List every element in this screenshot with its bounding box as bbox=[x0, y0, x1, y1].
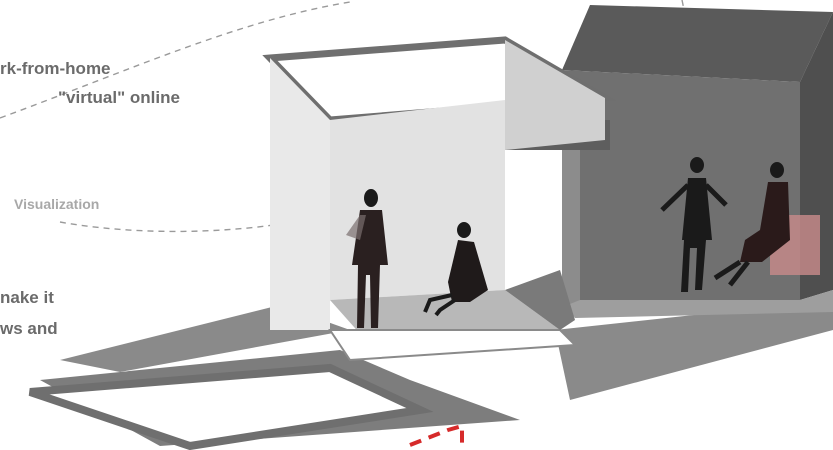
annotation-line-3: nake it bbox=[0, 288, 54, 307]
annotation-line-1: rk-from-home bbox=[0, 59, 111, 78]
red-dashed-accent bbox=[410, 426, 462, 445]
annotation-line-2: "virtual" online bbox=[58, 88, 180, 107]
right-room-roof bbox=[562, 5, 833, 82]
left-room-front-ledge bbox=[330, 330, 575, 360]
visualization-label: Visualization bbox=[14, 196, 99, 212]
annotation-line-4: ws and bbox=[0, 319, 58, 338]
